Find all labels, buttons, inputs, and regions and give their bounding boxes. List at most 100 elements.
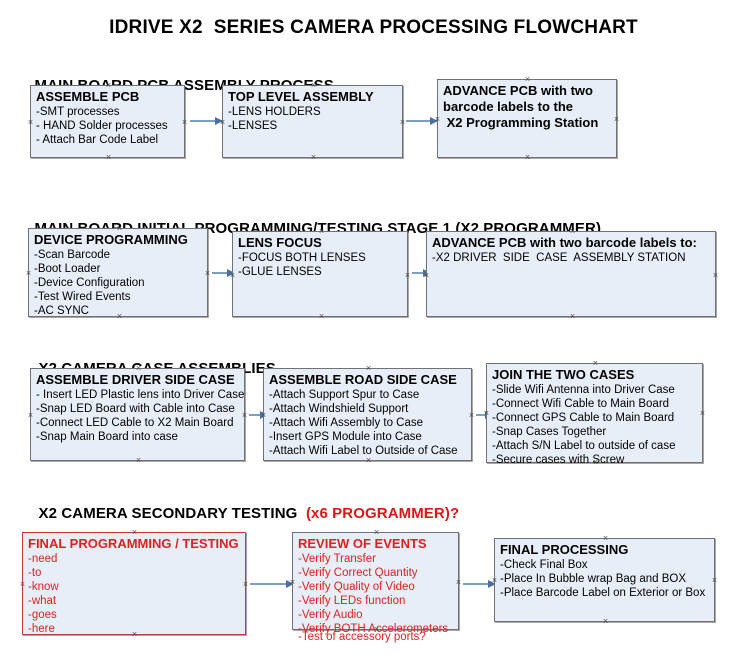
node-line: -Attach Wifi Label to Outside of Case <box>269 445 458 457</box>
resize-handle-bottom[interactable] <box>116 313 123 320</box>
node-line: - HAND Solder processes <box>36 120 168 132</box>
node-line: -SMT processes <box>36 106 120 118</box>
node-join-the-two-cases[interactable]: JOIN THE TWO CASES -Slide Wifi Antenna i… <box>483 360 706 466</box>
node-line: -LENS HOLDERS <box>228 106 321 118</box>
resize-handle-bottom[interactable] <box>318 313 325 320</box>
resize-handle-right[interactable] <box>455 579 462 586</box>
resize-handle-left[interactable] <box>19 581 26 588</box>
resize-handle-top[interactable] <box>524 76 531 83</box>
node-line: -GLUE LENSES <box>238 266 322 278</box>
resize-handle-right[interactable] <box>699 410 706 417</box>
resize-handle-bottom[interactable] <box>373 626 380 633</box>
resize-handle-top[interactable] <box>602 535 609 542</box>
node-line: -Snap Cases Together <box>492 426 607 438</box>
node-line: -Attach Support Spur to Case <box>269 389 420 401</box>
node-final-programming-testing[interactable]: FINAL PROGRAMMING / TESTING -need -to -k… <box>22 532 246 635</box>
node-line: -what <box>28 595 57 607</box>
resize-handle-bottom[interactable] <box>569 313 576 320</box>
resize-handle-bottom[interactable] <box>105 154 112 161</box>
resize-handle-left[interactable] <box>260 412 267 419</box>
resize-handle-left[interactable] <box>483 410 490 417</box>
node-assemble-pcb[interactable]: ASSEMBLE PCB -SMT processes - HAND Solde… <box>30 85 185 158</box>
resize-handle-top[interactable] <box>373 529 380 536</box>
node-line: -here <box>28 623 55 635</box>
resize-handle-right[interactable] <box>204 270 211 277</box>
page-title: IDRIVE X2 SERIES CAMERA PROCESSING FLOWC… <box>109 17 638 38</box>
node-line: -Attach Windshield Support <box>269 403 409 415</box>
resize-handle-right[interactable] <box>404 272 411 279</box>
connector-arrow <box>406 117 438 125</box>
node-line: -Place Barcode Label on Exterior or Box <box>500 587 706 599</box>
node-final-processing[interactable]: FINAL PROCESSING -Check Final Box -Place… <box>494 538 715 622</box>
resize-handle-right[interactable] <box>613 116 620 123</box>
resize-handle-right[interactable] <box>468 412 475 419</box>
node-line: -Verify Quality of Video <box>298 581 415 593</box>
resize-handle-top[interactable] <box>365 365 372 372</box>
node-line: -FOCUS BOTH LENSES <box>238 252 366 264</box>
resize-handle-right[interactable] <box>241 412 248 419</box>
node-lens-focus[interactable]: LENS FOCUS -FOCUS BOTH LENSES -GLUE LENS… <box>232 231 408 317</box>
node-review-of-events[interactable]: REVIEW OF EVENTS -Verify Transfer -Verif… <box>289 529 462 643</box>
node-line: -Snap Main Board into case <box>36 431 178 443</box>
resize-handle-right[interactable] <box>711 577 718 584</box>
node-title: FINAL PROGRAMMING / TESTING <box>28 536 239 551</box>
resize-handle-left[interactable] <box>27 412 34 419</box>
resize-handle-top[interactable] <box>592 360 599 367</box>
resize-handle-top[interactable] <box>105 82 112 89</box>
resize-handle-top[interactable] <box>131 529 138 536</box>
node-title: TOP LEVEL ASSEMBLY <box>228 89 374 104</box>
resize-handle-bottom[interactable] <box>310 154 317 161</box>
node-line: -Verify Correct Quantity <box>298 567 418 579</box>
resize-handle-top[interactable] <box>318 228 325 235</box>
node-line: -Verify Audio <box>298 609 363 621</box>
resize-handle-right[interactable] <box>181 119 188 126</box>
resize-handle-top[interactable] <box>310 82 317 89</box>
resize-handle-bottom[interactable] <box>592 459 599 466</box>
node-assemble-driver-side-case[interactable]: ASSEMBLE DRIVER SIDE CASE - Insert LED P… <box>30 368 245 461</box>
resize-handle-top[interactable] <box>116 225 123 232</box>
node-line: -AC SYNC <box>34 305 89 317</box>
section-heading-4-text: X2 CAMERA SECONDARY TESTING <box>38 505 306 522</box>
resize-handle-right[interactable] <box>712 272 719 279</box>
resize-handle-left[interactable] <box>491 577 498 584</box>
node-title: REVIEW OF EVENTS <box>298 536 427 551</box>
resize-handle-top[interactable] <box>135 365 142 372</box>
node-assemble-road-side-case[interactable]: ASSEMBLE ROAD SIDE CASE -Attach Support … <box>263 368 472 461</box>
node-title: JOIN THE TWO CASES <box>492 367 635 382</box>
node-line: -Snap LED Board with Cable into Case <box>36 403 235 415</box>
resize-handle-left[interactable] <box>27 119 34 126</box>
connector-arrow <box>250 580 294 588</box>
node-line: -Connect Wifi Cable to Main Board <box>492 398 670 410</box>
resize-handle-right[interactable] <box>399 119 406 126</box>
node-line: -know <box>28 581 59 593</box>
resize-handle-left[interactable] <box>289 579 296 586</box>
resize-handle-bottom[interactable] <box>365 457 372 464</box>
node-line: X2 Programming Station <box>443 115 599 130</box>
node-overflow-line: -Test of accessory ports? <box>298 631 426 643</box>
connector-arrow <box>190 117 223 125</box>
node-line: -Check Final Box <box>500 559 588 571</box>
node-line: -need <box>28 553 58 565</box>
node-line: barcode labels to the <box>443 99 574 114</box>
resize-handle-bottom[interactable] <box>524 154 531 161</box>
resize-handle-bottom[interactable] <box>135 457 142 464</box>
resize-handle-top[interactable] <box>569 228 576 235</box>
node-top-level-assembly[interactable]: TOP LEVEL ASSEMBLY -LENS HOLDERS -LENSES <box>222 85 403 158</box>
resize-handle-left[interactable] <box>423 272 430 279</box>
node-line: -Secure cases with Screw <box>492 454 625 466</box>
resize-handle-bottom[interactable] <box>131 631 138 638</box>
node-advance-pcb-driver-side[interactable]: ADVANCE PCB with two barcode labels to: … <box>426 231 716 317</box>
node-line: -Attach S/N Label to outside of case <box>492 440 676 452</box>
resize-handle-left[interactable] <box>25 270 32 277</box>
resize-handle-left[interactable] <box>229 272 236 279</box>
resize-handle-bottom[interactable] <box>602 618 609 625</box>
resize-handle-left[interactable] <box>434 116 441 123</box>
node-advance-pcb-programming-station[interactable]: ADVANCE PCB with two barcode labels to t… <box>437 79 617 158</box>
resize-handle-right[interactable] <box>242 581 249 588</box>
node-line: -Scan Barcode <box>34 249 111 261</box>
node-device-programming[interactable]: DEVICE PROGRAMMING -Scan Barcode -Boot L… <box>28 228 208 317</box>
resize-handle-left[interactable] <box>219 119 226 126</box>
node-line: -Verify Transfer <box>298 553 376 565</box>
node-line: -Slide Wifi Antenna into Driver Case <box>492 384 675 396</box>
node-line: -goes <box>28 609 57 621</box>
